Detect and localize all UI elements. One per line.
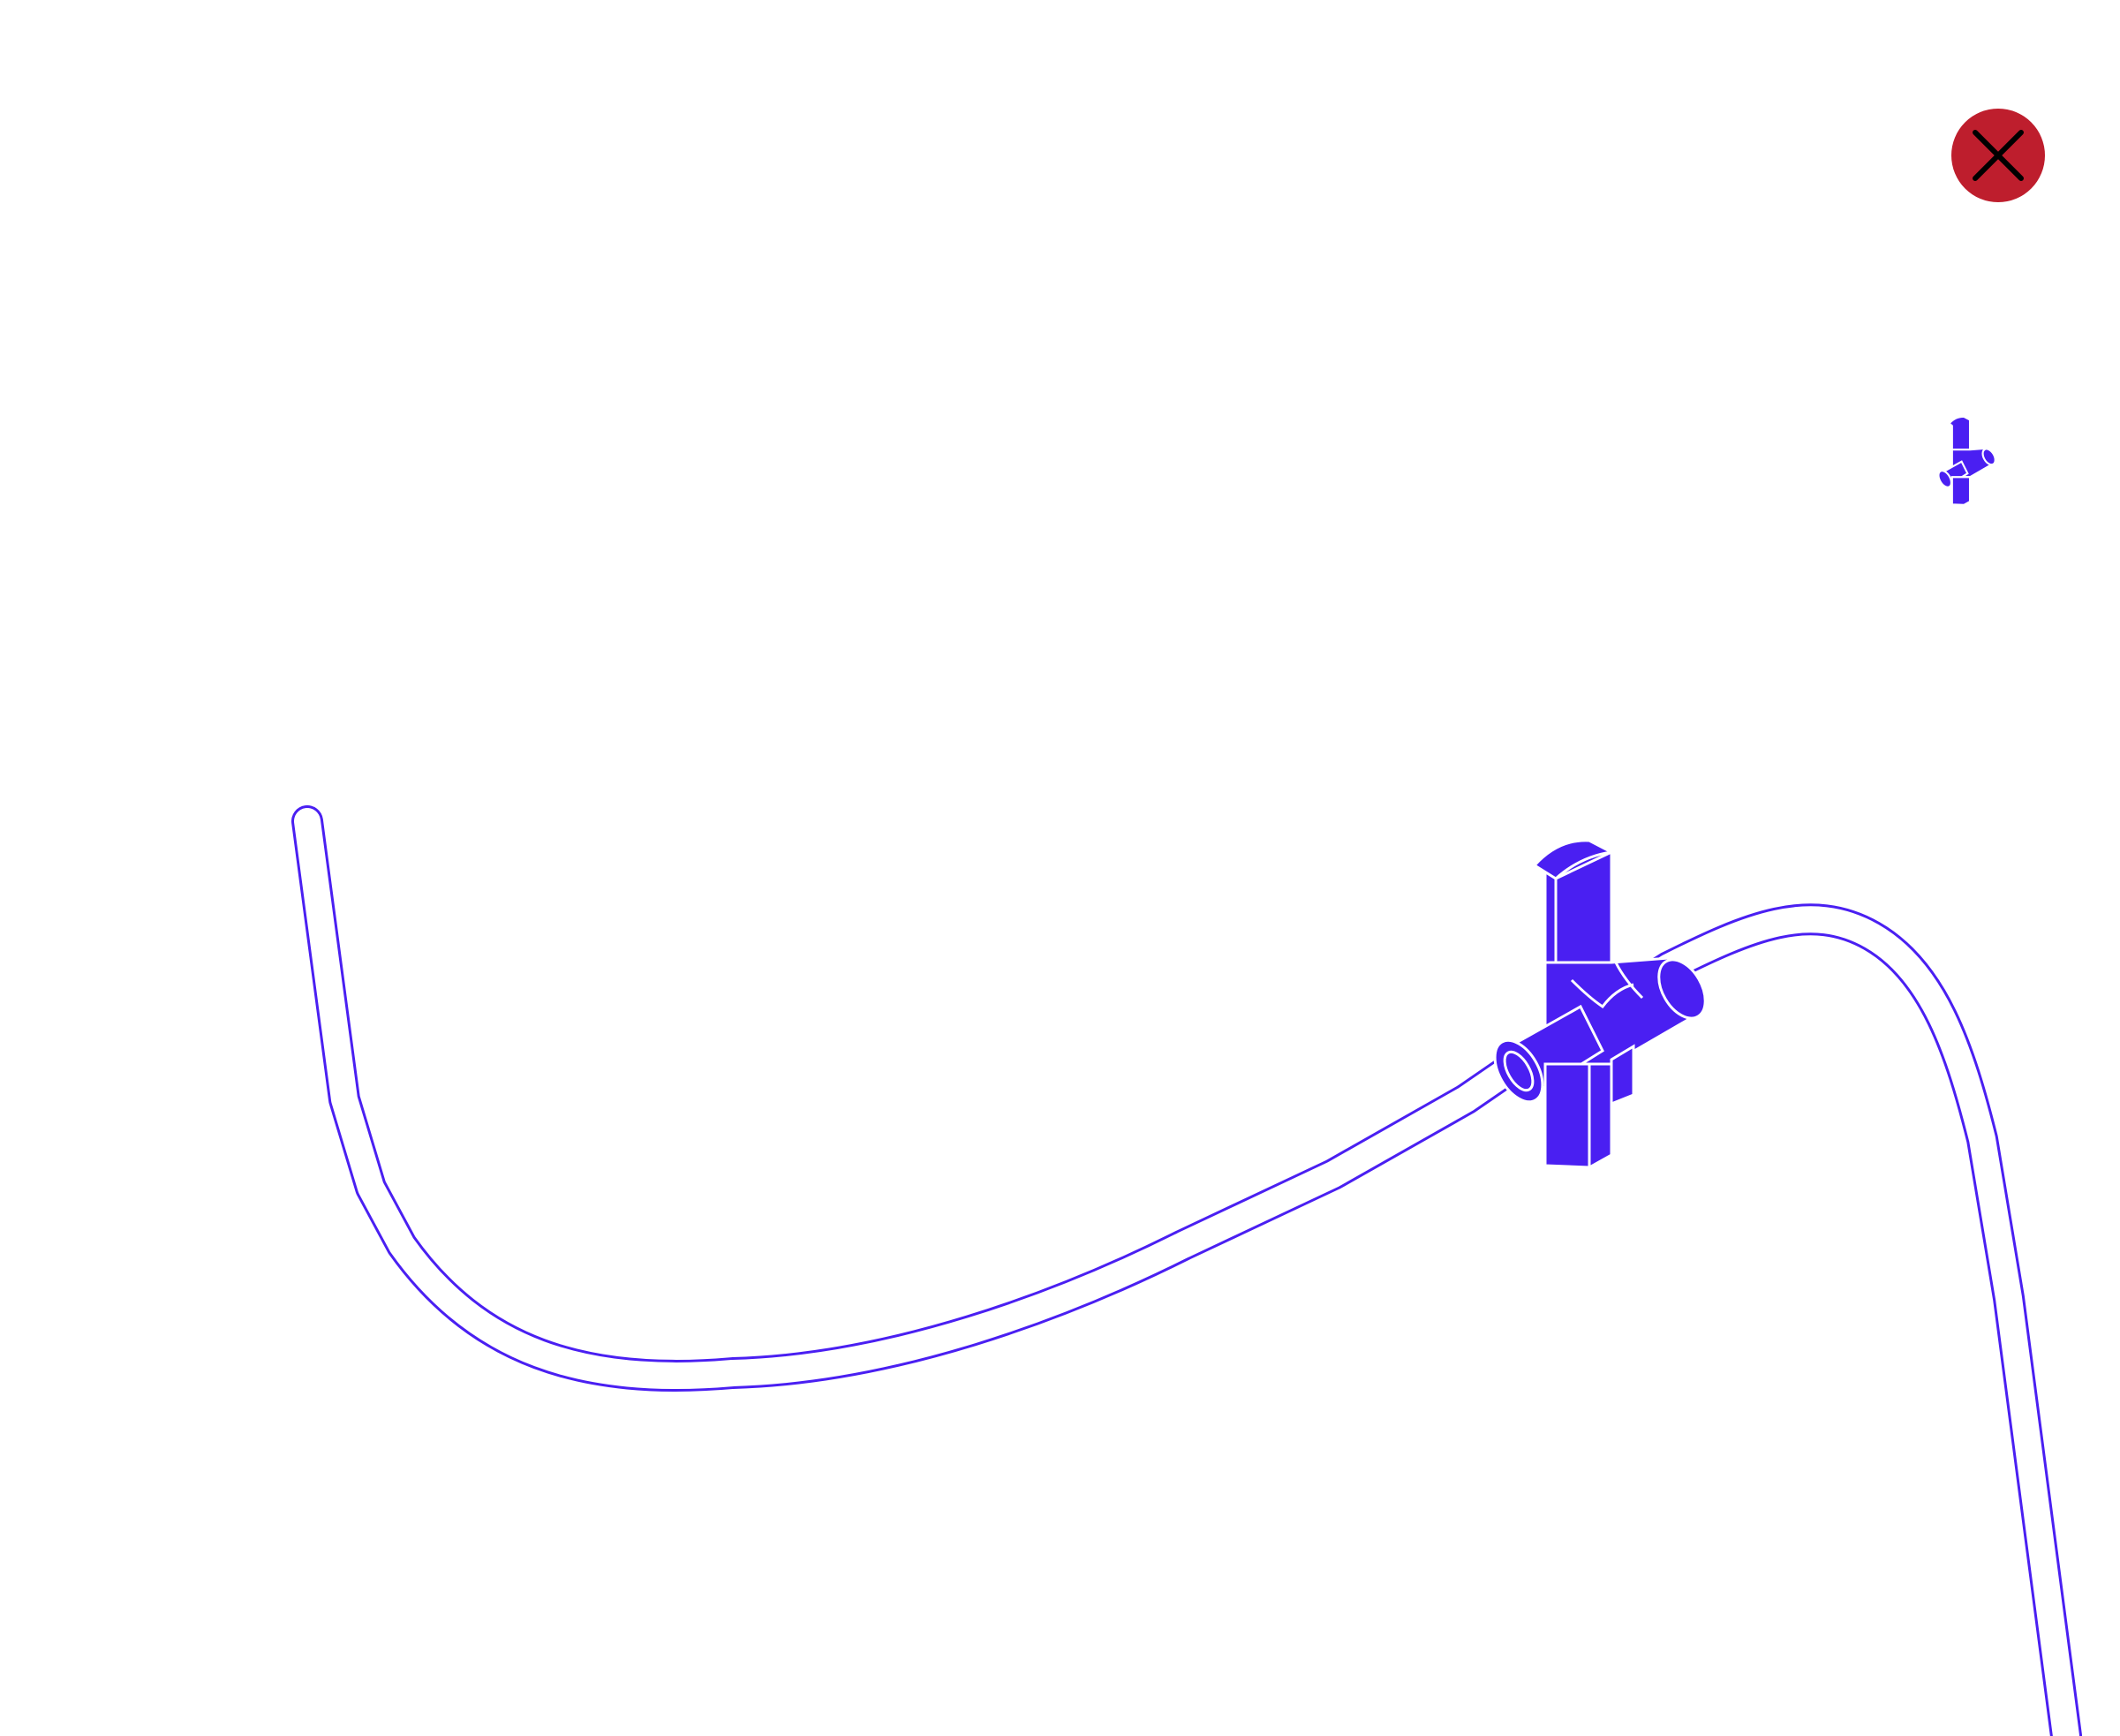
close-icon	[1973, 130, 2024, 181]
tube-outline	[291, 805, 2082, 1736]
tube-core	[294, 808, 2079, 1736]
flexible-tube	[291, 805, 2082, 1736]
technic-cross-connector-icon[interactable]	[1485, 839, 1715, 1169]
part-thumbnail-icon	[1937, 415, 1996, 506]
close-button[interactable]	[1951, 109, 2045, 202]
